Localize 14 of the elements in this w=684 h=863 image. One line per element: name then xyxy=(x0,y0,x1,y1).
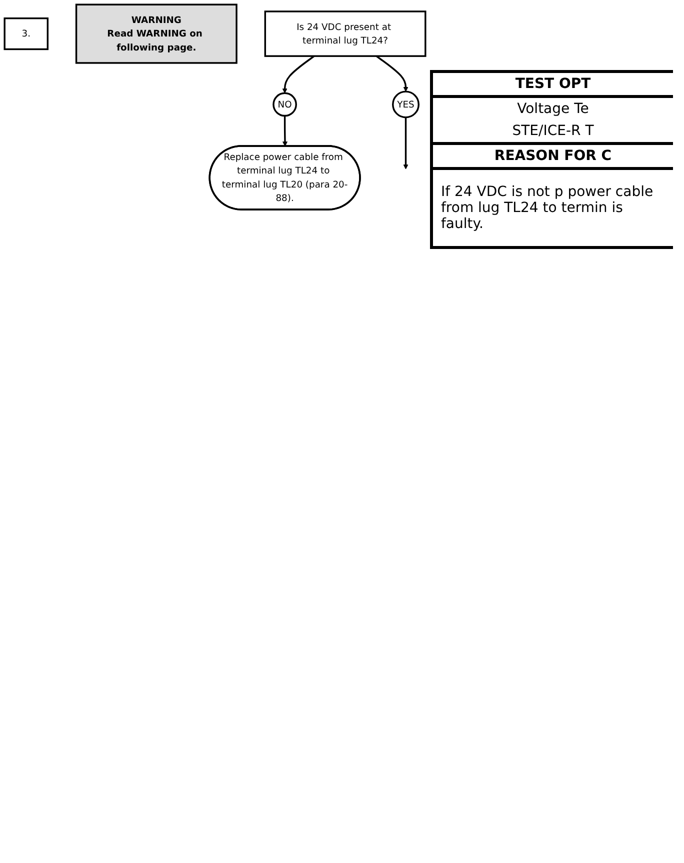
arrow xyxy=(282,55,315,94)
table-header: REASON FOR C xyxy=(433,145,673,170)
node-box: 3. xyxy=(4,17,49,50)
node-box: Is 24 VDC present at terminal lug TL24? xyxy=(264,10,426,57)
arrow xyxy=(403,117,408,170)
arrow xyxy=(282,116,288,146)
table-cell: STE/ICE-R T xyxy=(433,120,673,145)
arrow xyxy=(376,55,408,92)
node-circle: YES xyxy=(392,90,420,118)
table-cell-text: Voltage Te xyxy=(516,100,590,119)
table-header: TEST OPT xyxy=(433,73,673,98)
table-cell-text: If 24 VDC is not p power cable from lug TL24 to termin is faulty. xyxy=(440,183,654,234)
node-box: WARNING Read WARNING on following page. xyxy=(75,4,238,64)
node-circle: NO xyxy=(272,92,297,117)
